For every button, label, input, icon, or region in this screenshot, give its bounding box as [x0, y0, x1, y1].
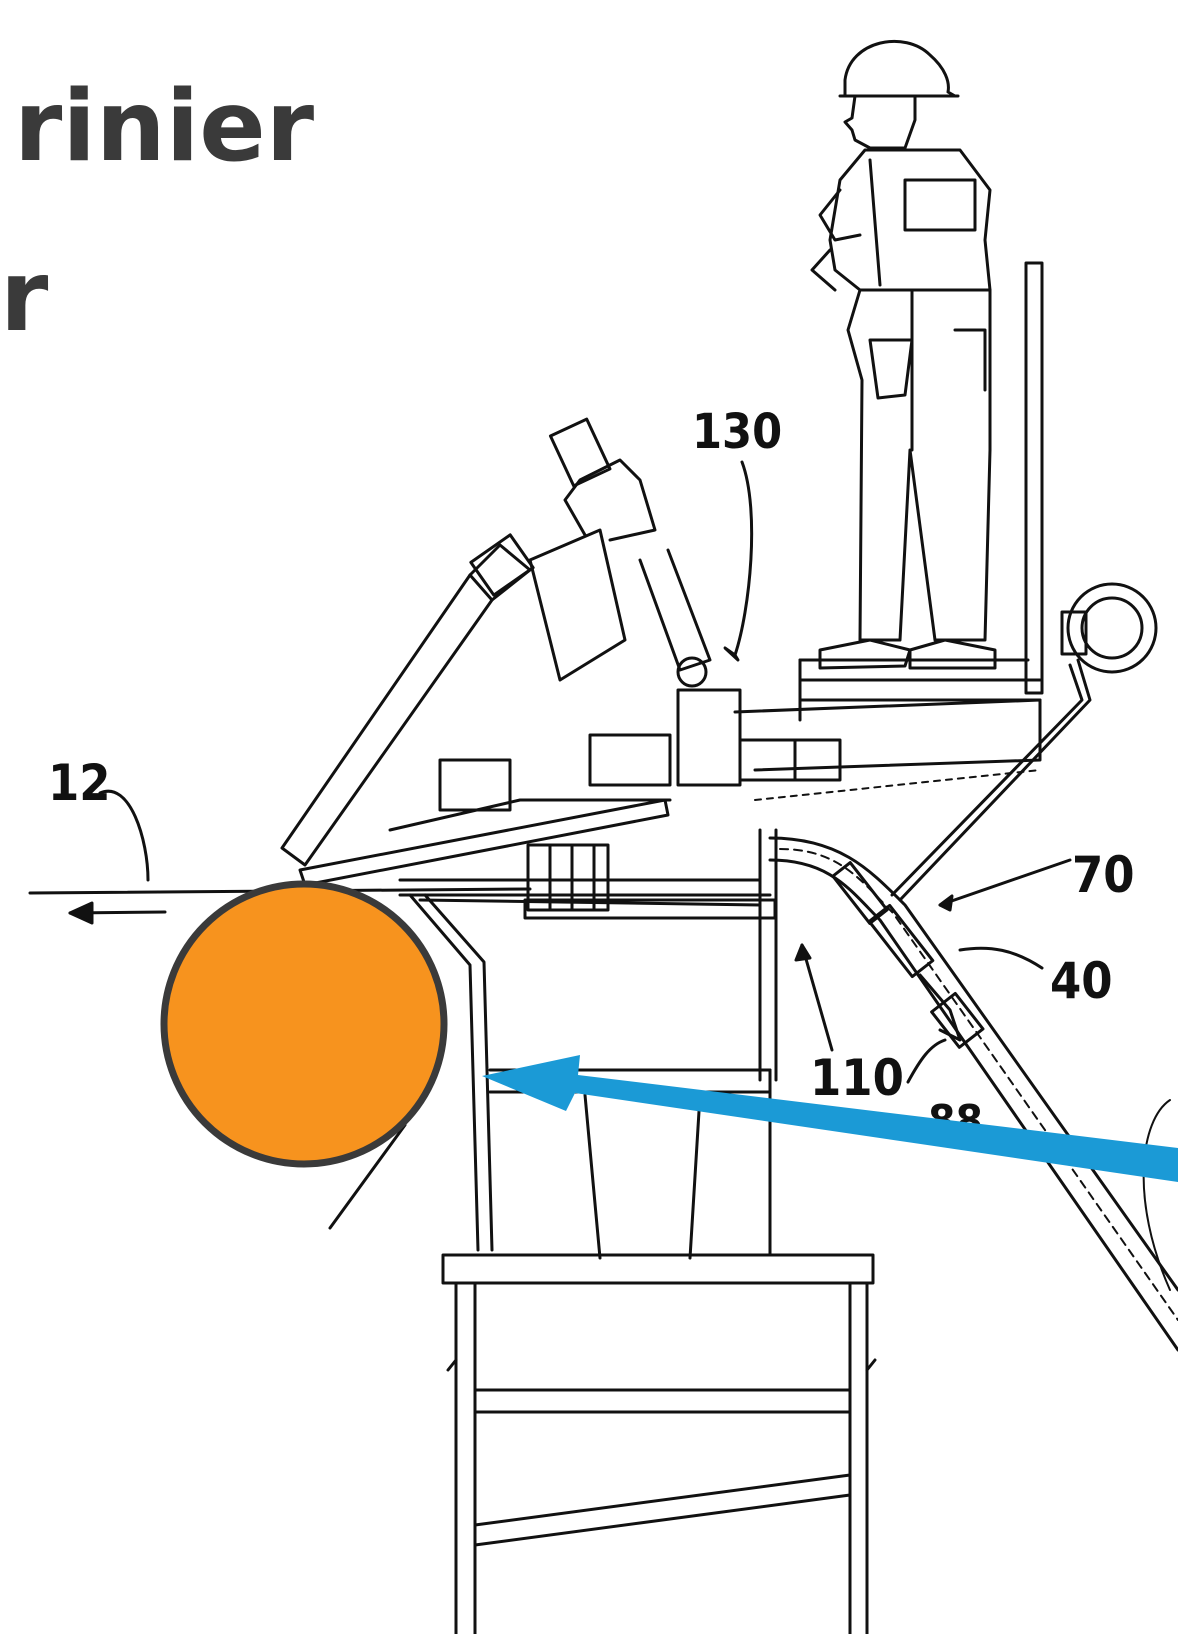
label-40: 40: [1050, 952, 1113, 1010]
title-line-2: r: [0, 240, 49, 354]
label-70: 70: [1072, 846, 1135, 904]
leader-lines: [98, 460, 1072, 1230]
platform: [733, 261, 1158, 902]
label-110: 110: [810, 1049, 904, 1107]
worker-figure-icon: [810, 39, 997, 670]
breast-roll-highlight-icon: [160, 880, 448, 1168]
stand-frame: [408, 893, 877, 1634]
title-line-1: rinier: [14, 70, 315, 184]
pointer-arrow-icon: [482, 1055, 1178, 1182]
headbox-assembly: [280, 417, 842, 1082]
label-130: 130: [692, 404, 782, 460]
label-12: 12: [48, 754, 111, 812]
